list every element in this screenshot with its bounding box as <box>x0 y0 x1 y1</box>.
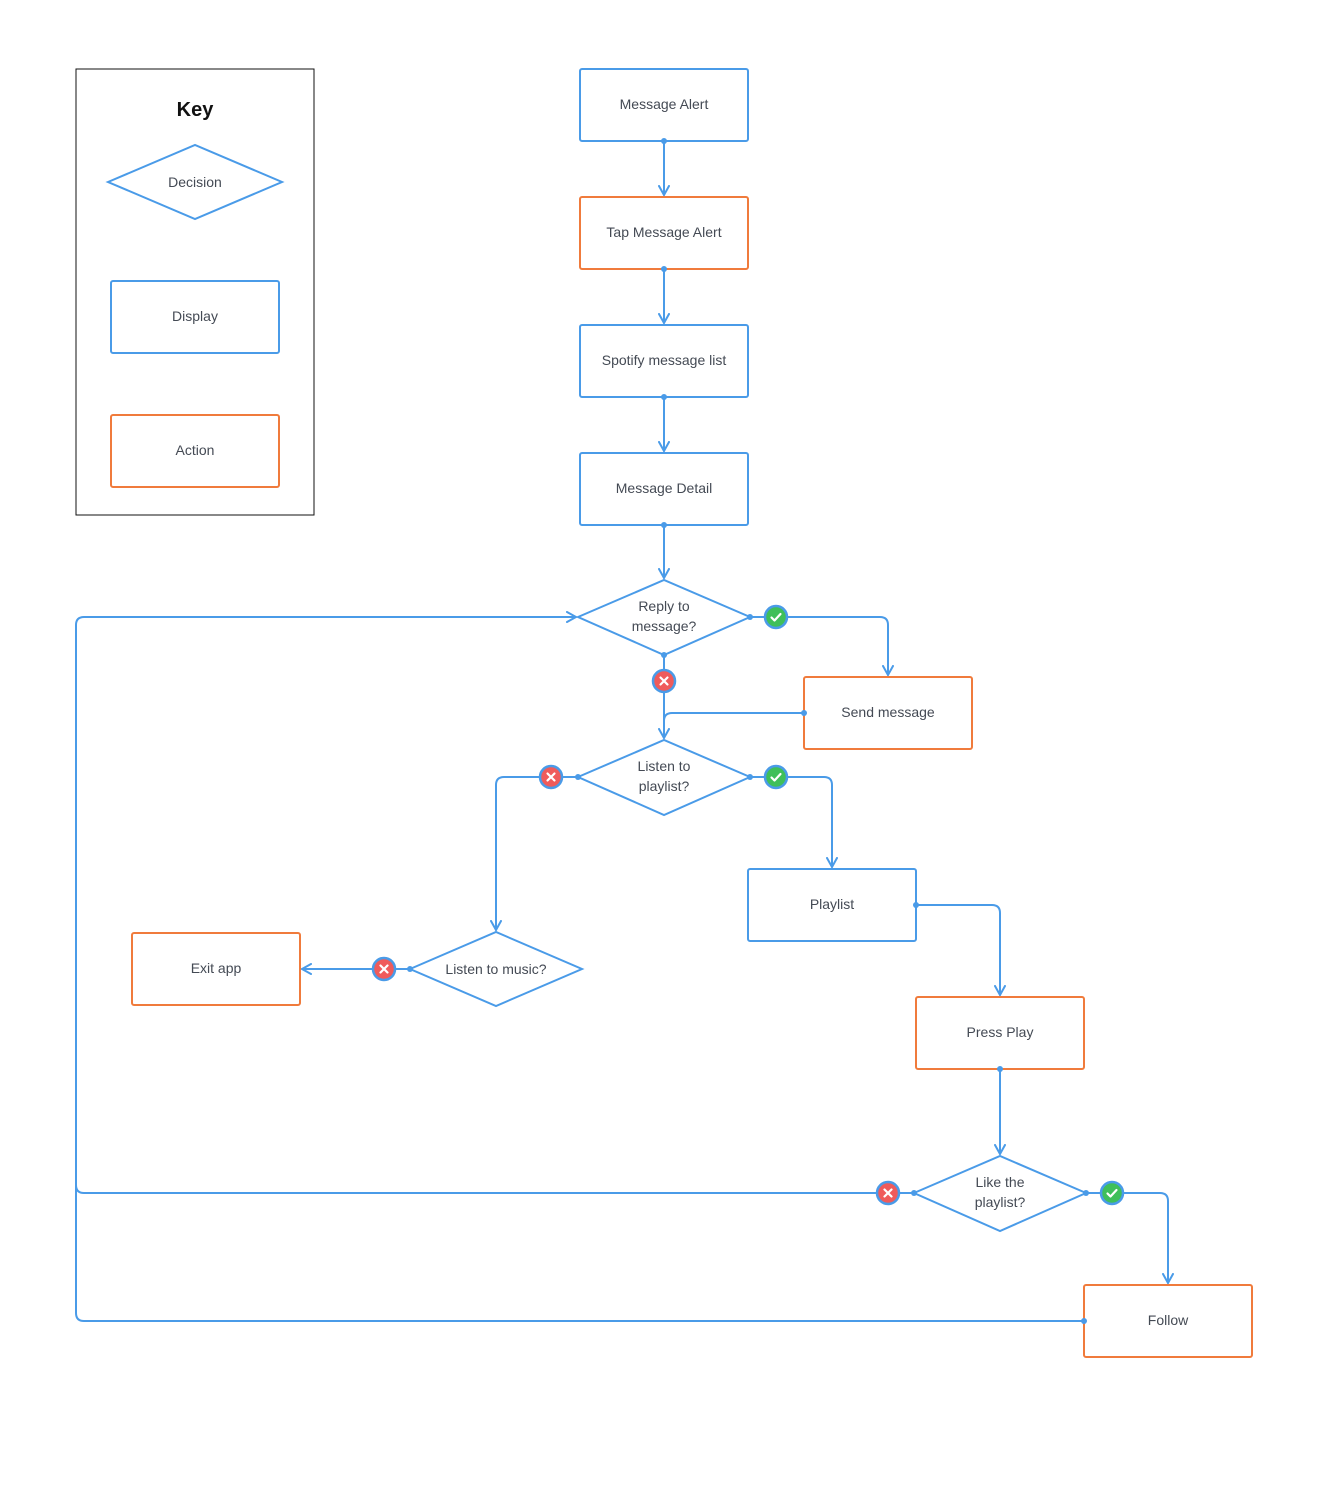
key-decision-label: Decision <box>168 174 222 190</box>
node-follow: Follow <box>1083 1284 1253 1358</box>
decision-diamond <box>407 930 585 1008</box>
close-icon <box>546 772 556 782</box>
node-label: Message Alert <box>620 96 709 112</box>
connection-dot <box>661 522 667 528</box>
connection-dot <box>913 902 919 908</box>
connectors <box>75 140 1174 1322</box>
connector-like-no-loop <box>75 1184 915 1194</box>
key-display-shape <box>110 280 280 354</box>
node-label: Send message <box>841 704 935 720</box>
connection-dot <box>1081 1318 1087 1324</box>
node-label: Spotify message list <box>602 352 727 368</box>
node-playlist: Playlist <box>747 868 917 942</box>
connector-listen-playlist-yes-to-playlist <box>749 776 838 868</box>
key-action-shape <box>110 414 280 488</box>
check-icon <box>770 772 782 782</box>
connection-dot <box>911 1190 917 1196</box>
node-listen-to-music: Listen to music? <box>407 930 585 1008</box>
connection-dot <box>407 966 413 972</box>
node-label: Message Detail <box>616 480 713 496</box>
connection-dot <box>661 138 667 144</box>
key-title: Key <box>177 99 215 121</box>
connection-dot <box>801 710 807 716</box>
check-icon <box>770 612 782 622</box>
yes-badge-like <box>1099 1180 1125 1206</box>
close-icon <box>883 1188 893 1198</box>
node-tap-message-alert: Tap Message Alert <box>579 196 749 270</box>
node-send-message: Send message <box>803 676 973 750</box>
connector-reply-yes-to-send <box>749 616 894 676</box>
no-badge-listen-playlist <box>538 764 564 790</box>
node-label: Playlist <box>810 896 854 912</box>
node-spotify-message-list: Spotify message list <box>579 324 749 398</box>
node-label-line-2: message? <box>632 618 697 634</box>
close-icon <box>659 676 669 686</box>
node-label: Press Play <box>967 1024 1034 1040</box>
connector-listen-playlist-no-to-music <box>490 776 579 931</box>
connector-follow-loop-to-reply <box>75 611 1085 1322</box>
key-decision-shape <box>105 143 285 221</box>
connection-dot <box>997 1066 1003 1072</box>
no-badge-reply <box>651 668 677 694</box>
connector-playlist-to-press-play <box>915 904 1006 996</box>
no-badge-listen-music <box>371 956 397 982</box>
node-label-line-1: Listen to <box>638 758 691 774</box>
node-label-line-2: playlist? <box>975 1194 1026 1210</box>
node-reply-to-message: Reply to message? <box>575 578 753 657</box>
connection-dot <box>1083 1190 1089 1196</box>
node-label-line-2: playlist? <box>639 778 690 794</box>
yes-badge-reply <box>763 604 789 630</box>
node-like-the-playlist: Like the playlist? <box>911 1154 1089 1233</box>
yes-badge-listen-playlist <box>763 764 789 790</box>
connection-dot <box>661 266 667 272</box>
no-badge-like <box>875 1180 901 1206</box>
node-label: Follow <box>1148 1312 1189 1328</box>
connection-dot <box>575 774 581 780</box>
node-label-line-1: Like the <box>975 1174 1024 1190</box>
connection-dot <box>661 394 667 400</box>
close-icon <box>379 964 389 974</box>
connector-like-yes-to-follow <box>1085 1192 1174 1284</box>
action-box <box>131 932 301 1006</box>
check-icon <box>1106 1188 1118 1198</box>
node-press-play: Press Play <box>915 996 1085 1070</box>
connection-dots <box>407 138 1089 1324</box>
node-label: Tap Message Alert <box>606 224 721 240</box>
key-action-label: Action <box>176 442 215 458</box>
connection-dot <box>747 614 753 620</box>
node-label: Exit app <box>191 960 242 976</box>
node-message-alert: Message Alert <box>579 68 749 142</box>
node-label: Listen to music? <box>445 961 546 977</box>
node-listen-to-playlist: Listen to playlist? <box>575 738 753 817</box>
node-message-detail: Message Detail <box>579 452 749 526</box>
node-exit-app: Exit app <box>131 932 301 1006</box>
node-label-line-1: Reply to <box>638 598 690 614</box>
connection-dot <box>747 774 753 780</box>
key-legend: Key Decision Display Action <box>75 68 315 516</box>
connection-dot <box>661 652 667 658</box>
key-display-label: Display <box>172 308 218 324</box>
connector-send-to-listen-playlist <box>663 712 805 722</box>
